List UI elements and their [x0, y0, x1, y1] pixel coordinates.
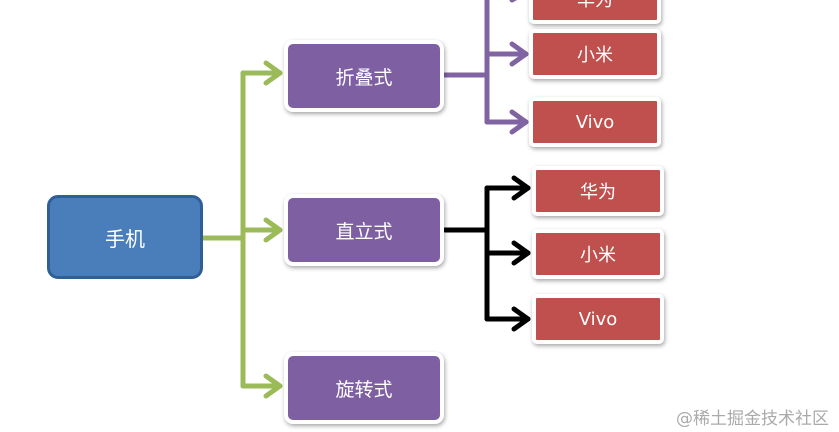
category-label: 折叠式	[335, 66, 393, 89]
category-label: 直立式	[335, 220, 393, 243]
brand-node-folding-huawei: 华为	[529, 0, 661, 24]
category-node-rotating: 旋转式	[284, 352, 444, 424]
category-node-upright: 直立式	[284, 194, 444, 266]
root-node-phone: 手机	[47, 195, 203, 279]
brand-node-folding-vivo: Vivo	[529, 97, 661, 147]
category-node-folding: 折叠式	[284, 40, 444, 112]
brand-label: 华为	[580, 182, 616, 203]
category-label: 旋转式	[335, 378, 393, 401]
brand-node-upright-huawei: 华为	[532, 166, 664, 216]
brand-label: 小米	[577, 45, 613, 66]
brand-label: 小米	[580, 245, 616, 266]
brand-label: 华为	[577, 0, 613, 11]
watermark: @稀土掘金技术社区	[676, 409, 829, 429]
brand-node-upright-xiaomi: 小米	[532, 229, 664, 279]
root-node-label: 手机	[105, 226, 145, 251]
root-connector	[200, 60, 283, 399]
folding-connector	[442, 0, 529, 135]
upright-connector	[442, 175, 531, 332]
brand-node-folding-xiaomi: 小米	[529, 29, 661, 79]
brand-label: Vivo	[578, 308, 618, 330]
brand-label: Vivo	[575, 111, 615, 133]
brand-node-upright-vivo: Vivo	[532, 294, 664, 344]
